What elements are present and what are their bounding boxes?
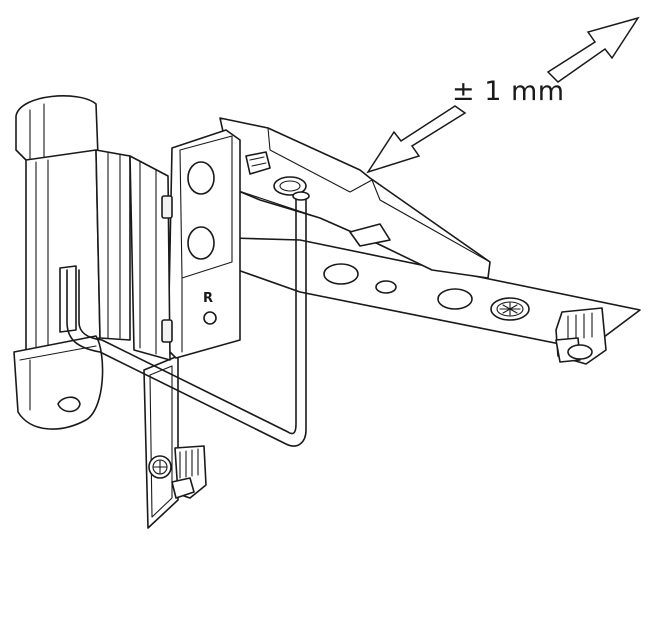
arrow-up-right-icon [546, 16, 640, 83]
adjustment-direction-arrows [366, 16, 640, 174]
upper-bracket [219, 117, 491, 279]
lower-leaf-plate [143, 355, 207, 529]
side-marking: R [203, 291, 213, 306]
mounting-plate: R [167, 129, 241, 359]
u-shaped-rod [66, 191, 310, 447]
torx-screw [490, 297, 530, 321]
hinge-barrel [13, 95, 131, 430]
arrow-down-left-icon [366, 105, 467, 174]
arm-end-clip [555, 307, 607, 365]
tolerance-label: ± 1 mm [452, 76, 565, 107]
side-tab [129, 155, 173, 361]
